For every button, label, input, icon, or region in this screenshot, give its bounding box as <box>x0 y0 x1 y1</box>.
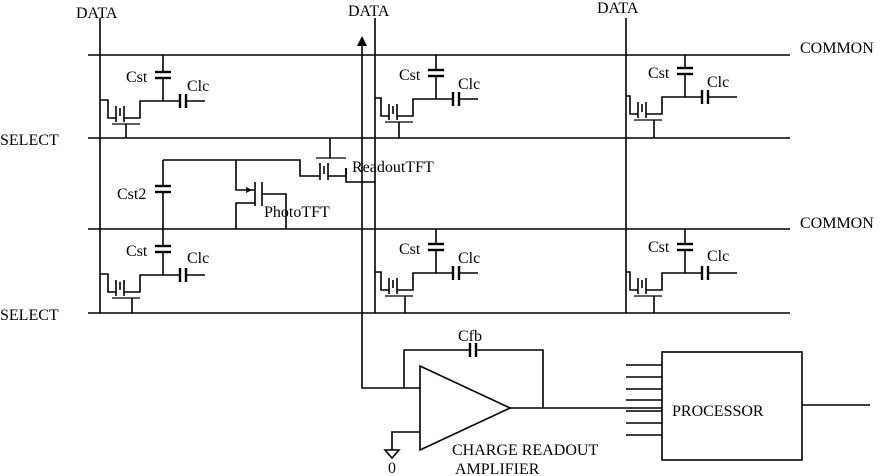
cst-label-r2c1: Cst <box>126 243 148 260</box>
cst-label-r1c3: Cst <box>648 65 670 82</box>
common-label-1: COMMON <box>800 40 874 57</box>
cst-label-r2c3: Cst <box>648 239 670 256</box>
data-tap-wire <box>362 42 420 388</box>
readout-tft-label: ReadoutTFT <box>352 159 434 176</box>
pixel-cell-r1c3 <box>626 55 737 138</box>
pixel-cell-r2c3 <box>626 229 737 313</box>
photo-tft-label: PhotoTFT <box>264 204 330 221</box>
pixel-cell-r2c1 <box>100 229 205 313</box>
amplifier-label-line1: CHARGE READOUT <box>452 442 598 459</box>
pixel-cell-r1c2 <box>375 55 478 138</box>
charge-readout-amplifier <box>385 343 662 458</box>
clc-label-r1c3: Clc <box>707 74 729 91</box>
data-tap <box>357 36 420 388</box>
labels: DATA DATA DATA COMMON COMMON SELECT SELE… <box>0 0 874 476</box>
select-label-2: SELECT <box>0 307 59 324</box>
processor-label: PROCESSOR <box>672 403 764 420</box>
data-label-3: DATA <box>597 0 639 17</box>
ground-wire <box>392 432 420 450</box>
cst-label-r2c2: Cst <box>399 241 421 258</box>
cst-label-r1c2: Cst <box>399 67 421 84</box>
data-label-1: DATA <box>76 5 118 22</box>
data-tap-arrow <box>357 36 367 46</box>
ground-symbol <box>385 450 399 458</box>
data-label-2: DATA <box>348 3 390 20</box>
pixel-cell-r2c2 <box>375 229 478 313</box>
amplifier-triangle <box>420 366 510 450</box>
clc-label-r2c3: Clc <box>707 248 729 265</box>
feedback-wire <box>404 350 470 388</box>
cst2-label: Cst2 <box>117 186 146 203</box>
common-label-2: COMMON <box>800 215 874 232</box>
clc-label-r2c2: Clc <box>458 250 480 267</box>
clc-label-r2c1: Clc <box>187 250 209 267</box>
clc-label-r1c1: Clc <box>187 78 209 95</box>
ground-label: 0 <box>388 460 396 476</box>
select-label-1: SELECT <box>0 132 59 149</box>
clc-label-r1c2: Clc <box>458 76 480 93</box>
amplifier-label-line2: AMPLIFIER <box>455 461 540 476</box>
pixel-cell-r1c1 <box>100 55 205 138</box>
cst-label-r1c1: Cst <box>126 69 148 86</box>
cfb-label: Cfb <box>458 328 482 345</box>
